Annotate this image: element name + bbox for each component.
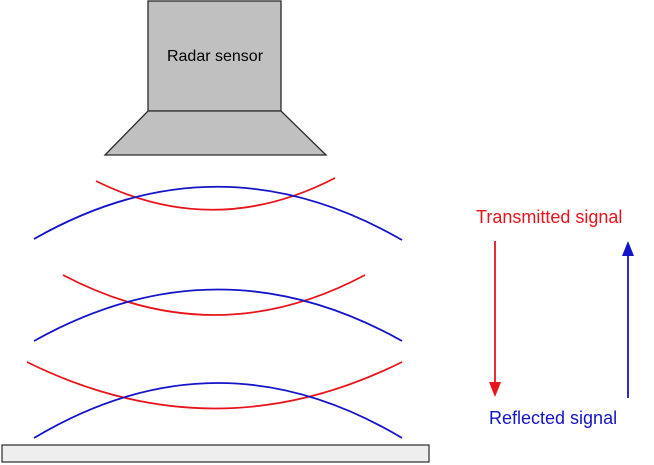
arrow-up-icon — [622, 241, 634, 256]
reflected-arrow — [622, 241, 634, 398]
sensor-horn — [103, 110, 328, 156]
transmitted-arrow — [489, 241, 501, 397]
transmitted-wave-3 — [26, 361, 403, 410]
ground-surface — [1, 444, 430, 463]
transmitted-signal-label: Transmitted signal — [476, 207, 622, 227]
signal-legend: Transmitted signal Reflected signal — [476, 207, 634, 428]
transmitted-waves — [26, 177, 403, 410]
reflected-wave-3 — [33, 382, 403, 439]
transmitted-wave-2 — [62, 274, 366, 316]
reflected-wave-1 — [33, 185, 403, 241]
reflected-waves — [33, 185, 403, 439]
reflected-signal-label: Reflected signal — [489, 408, 617, 428]
sensor-label: Radar sensor — [167, 48, 264, 65]
transmitted-wave-1 — [95, 177, 336, 211]
arrow-down-icon — [489, 382, 501, 397]
reflected-wave-2 — [33, 288, 403, 342]
radar-sensor: Radar sensor — [103, 0, 328, 156]
sensor-body — [147, 0, 282, 112]
